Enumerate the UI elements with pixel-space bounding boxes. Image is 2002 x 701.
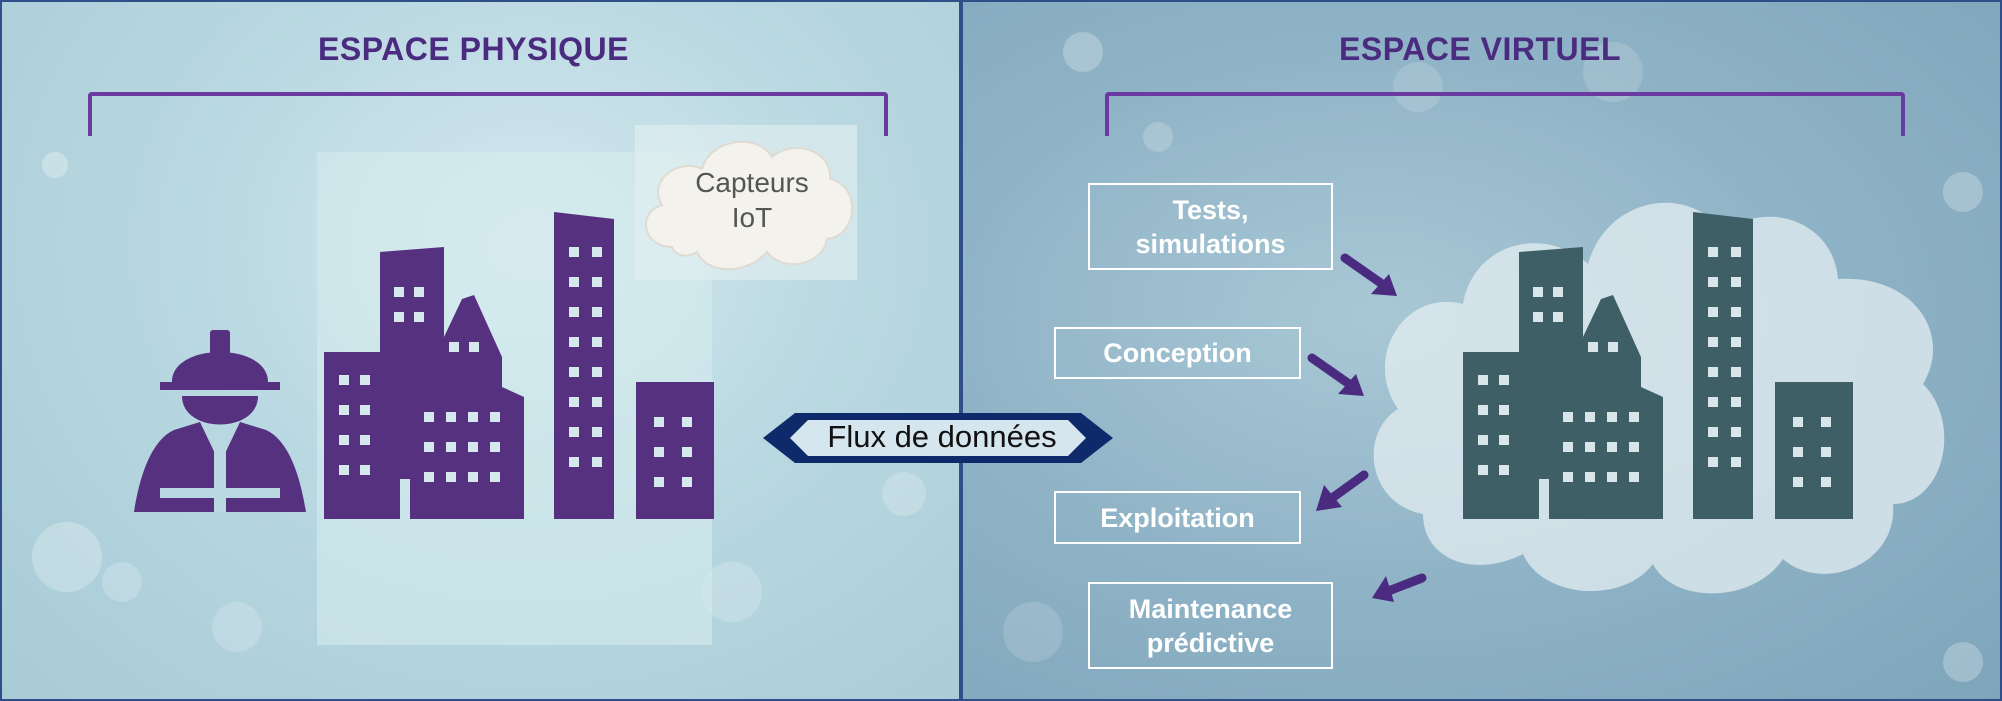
predictive-label: prédictive [1146,627,1275,658]
cloud-icon [645,140,854,271]
physical-space-bracket [88,92,888,136]
physical-space-title: ESPACE PHYSIQUE [318,31,629,67]
exploitation-label: Exploitation [1100,502,1255,533]
exploitation-box: Exploitation [1054,491,1301,544]
virtual-space-bracket [1105,92,1905,136]
tests-label: Tests, [1172,194,1249,225]
predictive-maintenance-box: Maintenance prédictive [1088,582,1333,669]
arrow-icon-tests [1340,253,1397,296]
conception-box: Conception [1054,327,1301,379]
arrow-icon-maintenance [1372,573,1427,602]
conception-label: Conception [1103,338,1252,368]
iot-sensors-line2: IoT [731,202,773,233]
virtual-space-title: ESPACE VIRTUEL [1339,31,1621,67]
arrow-icon-conception [1307,353,1364,396]
virtual-city-icon [1463,212,1853,519]
physical-space-panel: ESPACE PHYSIQUE [0,0,961,701]
maintenance-label: Maintenance [1128,593,1293,624]
arrow-icon-exploitation [1316,470,1369,511]
iot-sensors-line1: Capteurs [695,167,809,198]
virtual-space-panel: ESPACE VIRTUEL [961,0,2002,701]
tests-simulations-box: Tests, simulations [1088,183,1333,270]
iot-sensors-label: Capteurs IoT [642,165,862,235]
worker-icon [134,330,306,512]
city-buildings-icon [324,212,714,519]
data-flow-label: Flux de données [827,419,1057,454]
double-arrow-icon [763,413,1113,463]
simulations-label: simulations [1135,228,1286,259]
